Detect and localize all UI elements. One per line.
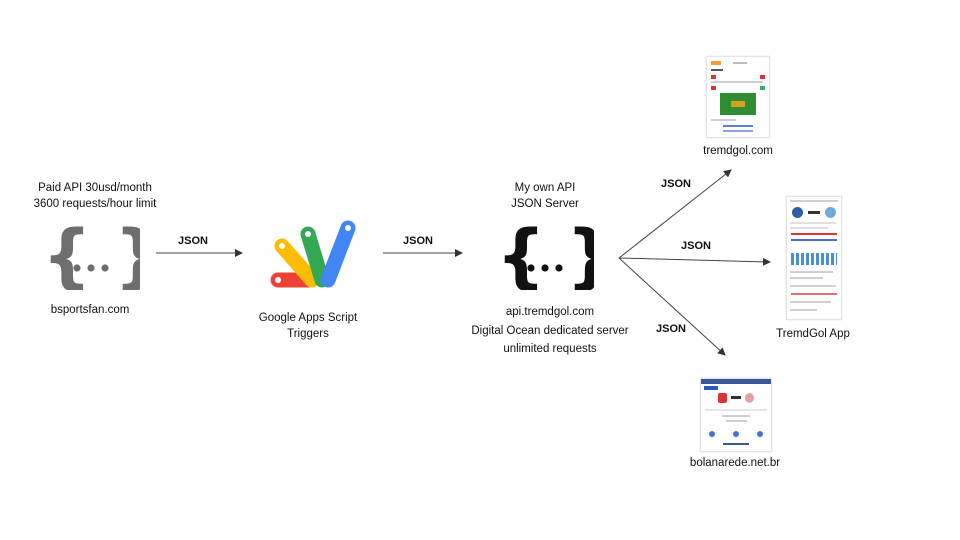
own-api-caption-line3: unlimited requests xyxy=(503,343,597,355)
tremdgol-com-screenshot-icon xyxy=(706,56,770,138)
target-2-caption: TremdGol App xyxy=(776,328,850,340)
source-header-line2: 3600 requests/hour limit xyxy=(33,198,157,210)
own-api-caption-line1: api.tremdgol.com xyxy=(505,306,595,318)
own-api-header-line1: My own API xyxy=(514,182,576,194)
own-api-header-line2: JSON Server xyxy=(511,198,579,210)
svg-text:}: } xyxy=(566,218,594,290)
edge-api-to-tremdgol-app xyxy=(618,257,771,266)
edge-api-to-bolanarede xyxy=(618,257,726,356)
source-header-line1: Paid API 30usd/month xyxy=(38,182,152,194)
own-api-header: My own API JSON Server xyxy=(470,180,620,212)
apps-script-caption: Google Apps Script Triggers xyxy=(238,310,378,342)
own-api-json-icon: { } xyxy=(496,215,616,297)
edge-out-label-1: JSON xyxy=(661,178,691,190)
edge2-label: JSON xyxy=(403,235,433,247)
edge1-label: JSON xyxy=(178,235,208,247)
own-api-caption: api.tremdgol.com Digital Ocean dedicated… xyxy=(460,303,640,359)
target-1-caption: tremdgol.com xyxy=(703,145,773,157)
apps-script-caption-line2: Triggers xyxy=(287,328,329,340)
target-3-caption: bolanarede.net.br xyxy=(689,457,781,469)
svg-text:{: { xyxy=(42,218,92,290)
svg-text:}: } xyxy=(114,218,140,290)
source-header: Paid API 30usd/month 3600 requests/hour … xyxy=(20,180,170,212)
apps-script-caption-line1: Google Apps Script xyxy=(258,312,358,324)
own-api-caption-line2: Digital Ocean dedicated server xyxy=(471,324,629,337)
tremdgol-app-screenshot-icon xyxy=(786,196,842,320)
edge-out-label-3: JSON xyxy=(656,323,686,335)
svg-text:{: { xyxy=(496,218,546,290)
edge-out-label-2: JSON xyxy=(681,240,711,252)
source-caption: bsportsfan.com xyxy=(50,304,130,316)
source-json-icon: { } xyxy=(42,215,164,297)
google-apps-script-icon xyxy=(258,214,368,301)
edge-api-to-tremdgol-com xyxy=(618,169,732,259)
bolanarede-screenshot-icon xyxy=(700,378,772,452)
